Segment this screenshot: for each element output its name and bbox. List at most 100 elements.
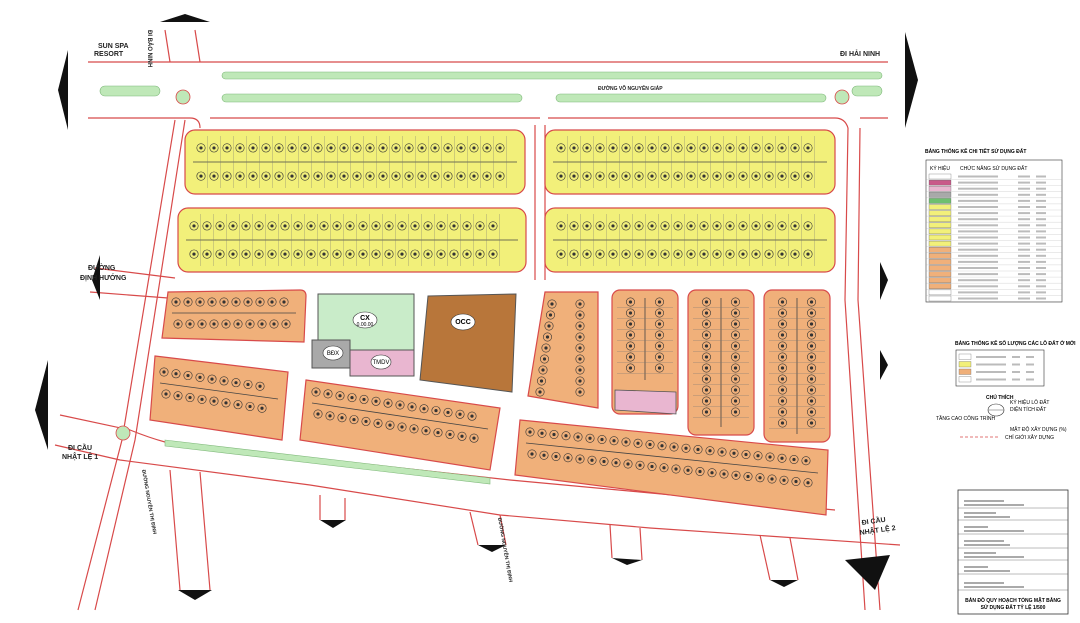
tree-icon <box>767 474 777 484</box>
legend-row-value <box>1018 218 1030 221</box>
title-block: BẢN ĐỒ QUY HOẠCH TỔNG MẶT BẰNG SỬ DỤNG Đ… <box>957 489 1069 615</box>
tree-center <box>198 375 202 379</box>
tree-center <box>650 224 654 228</box>
tree-center <box>780 322 785 326</box>
tree-center <box>611 146 615 150</box>
tree-center <box>624 174 628 178</box>
tree-center <box>650 174 654 178</box>
tree-center <box>270 300 274 304</box>
tree-icon <box>657 441 667 451</box>
tree-icon <box>326 171 336 181</box>
tree-center <box>224 401 228 405</box>
tree-icon <box>345 249 355 259</box>
tree-center <box>598 224 602 228</box>
legend-row-value <box>1018 273 1030 276</box>
tree-center <box>188 395 192 400</box>
tree-icon <box>359 394 369 404</box>
tree-icon <box>547 299 557 309</box>
tree-center <box>238 174 242 178</box>
legend-row-value <box>1036 273 1046 276</box>
legend-swatch <box>928 228 952 235</box>
tree-icon <box>385 420 395 430</box>
legend2-row-text <box>976 363 1006 366</box>
tree-icon <box>647 249 657 259</box>
legend-row-text <box>958 199 998 202</box>
tree-center <box>530 452 534 456</box>
legend2-row-value <box>1026 363 1034 366</box>
legend2-row-value <box>1012 378 1020 381</box>
legend-row-value <box>1018 193 1030 196</box>
tree-icon <box>731 352 741 362</box>
tree-center <box>572 174 576 178</box>
tree-icon <box>339 171 349 181</box>
road-edge <box>319 495 346 520</box>
tree-icon <box>231 378 241 388</box>
tree-center <box>420 146 424 150</box>
title-line-2: SỬ DỤNG ĐẤT TỶ LỆ 1/500 <box>981 603 1046 611</box>
tree-icon <box>587 455 597 465</box>
tree-center <box>809 344 814 348</box>
tree-icon <box>582 221 592 231</box>
tree-center <box>361 224 365 228</box>
tree-center <box>192 252 196 256</box>
arrow-up-icon <box>160 14 210 22</box>
tree-icon <box>430 171 440 181</box>
tree-icon <box>807 396 817 406</box>
tree-icon <box>183 371 193 381</box>
tree-icon <box>609 436 619 446</box>
tree-icon <box>608 143 618 153</box>
tree-center <box>733 399 738 403</box>
legend2-row-value <box>1026 378 1034 381</box>
tree-icon <box>556 249 566 259</box>
tree-center <box>602 459 606 464</box>
tree-center <box>538 390 542 394</box>
tree-center <box>322 252 326 256</box>
tree-icon <box>469 171 479 181</box>
tree-icon <box>699 249 709 259</box>
legend-swatch <box>928 210 952 216</box>
tree-icon <box>621 437 631 447</box>
legend-swatch <box>928 222 952 228</box>
tree-center <box>290 146 294 150</box>
tree-center <box>258 300 262 304</box>
tree-center <box>676 146 680 150</box>
legend-row-value <box>1018 285 1030 288</box>
tree-center <box>422 407 426 411</box>
tree-icon <box>207 374 217 384</box>
tree-icon <box>404 143 414 153</box>
tree-center <box>539 379 544 383</box>
title-block-text <box>964 530 1024 532</box>
tree-icon <box>777 308 787 318</box>
tree-center <box>809 333 814 337</box>
tree-icon <box>257 403 267 413</box>
tree-icon <box>738 249 748 259</box>
legend-swatch <box>928 277 952 283</box>
legend-swatch <box>928 179 952 186</box>
legend2-swatch <box>958 376 972 383</box>
residential-block <box>161 289 307 343</box>
tree-icon <box>319 249 329 259</box>
tree-icon <box>705 446 715 456</box>
legend-row-value <box>1036 187 1046 190</box>
tree-icon <box>449 221 459 231</box>
legend-swatch <box>928 259 952 265</box>
tree-center <box>472 146 476 150</box>
tree-icon <box>647 171 657 181</box>
legend-rows <box>926 173 1062 302</box>
key-floors: TẦNG CAO CÔNG TRÌNH <box>936 415 995 422</box>
tree-icon <box>625 352 635 362</box>
legend-row-value <box>1018 187 1030 190</box>
tree-icon <box>777 330 787 340</box>
tree-center <box>624 440 628 444</box>
tree-icon <box>171 369 181 379</box>
tree-icon <box>803 249 813 259</box>
tree-icon <box>274 143 284 153</box>
tree-icon <box>647 461 657 471</box>
tree-center <box>612 439 616 443</box>
tree-icon <box>701 297 711 307</box>
tree-icon <box>365 143 375 153</box>
tree-center <box>588 436 592 440</box>
tree-icon <box>712 143 722 153</box>
tree-icon <box>397 422 407 432</box>
tree-center <box>572 252 576 256</box>
